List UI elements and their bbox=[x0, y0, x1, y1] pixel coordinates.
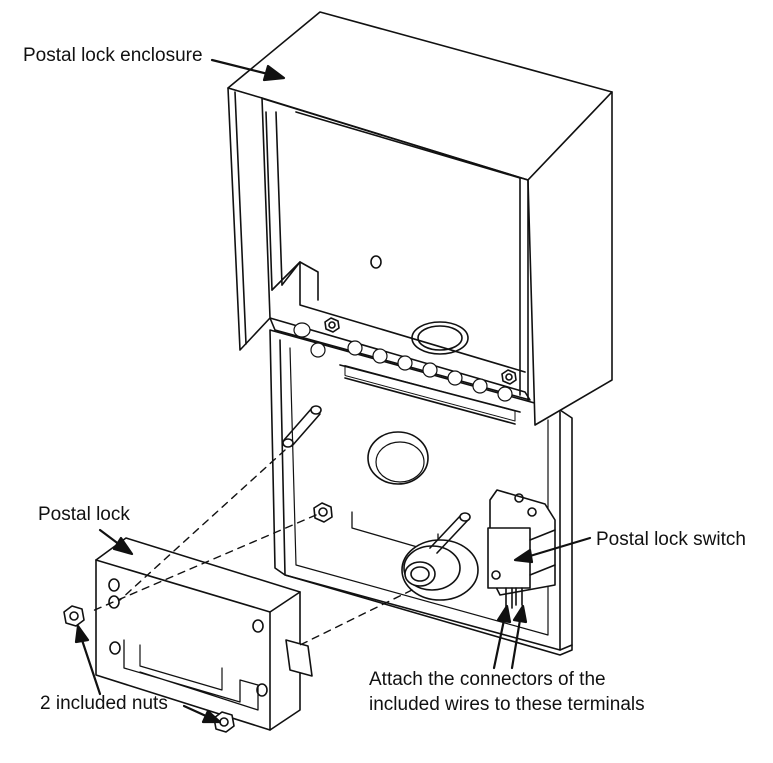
hinge-nut-left bbox=[324, 317, 340, 333]
label-terminals-line1: Attach the connectors of the bbox=[369, 669, 606, 690]
alignment-lines bbox=[89, 449, 413, 646]
enclosure-box bbox=[227, 11, 613, 426]
label-postal-lock-switch: Postal lock switch bbox=[596, 529, 746, 550]
hinge bbox=[269, 317, 531, 425]
guide-peg bbox=[282, 405, 322, 448]
lock-cam bbox=[401, 512, 479, 601]
callout-arrows bbox=[74, 58, 592, 724]
nut-bottom bbox=[213, 711, 235, 733]
label-postal-lock-enclosure: Postal lock enclosure bbox=[23, 45, 203, 66]
label-included-nuts: 2 included nuts bbox=[40, 693, 168, 714]
postal-lock bbox=[95, 537, 313, 731]
label-postal-lock: Postal lock bbox=[38, 504, 130, 525]
hinge-nut-right bbox=[501, 369, 517, 385]
plate-nut bbox=[313, 502, 333, 523]
nut-left bbox=[63, 605, 85, 627]
lock-switch bbox=[487, 489, 556, 609]
label-terminals-line2: included wires to these terminals bbox=[369, 694, 645, 715]
